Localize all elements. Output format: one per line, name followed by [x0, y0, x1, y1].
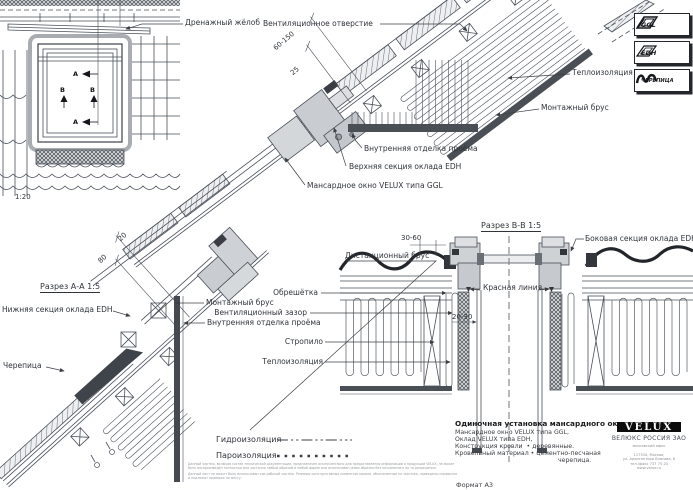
- legend-item-ggl: GGL: [634, 13, 690, 36]
- title-block-line: черепица.: [558, 457, 592, 464]
- callout-vent-gap: Вентиляционный зазор: [214, 308, 307, 317]
- callout-drain-gutter: Дренажный жёлоб: [185, 18, 260, 27]
- plan-section-marker-a-bottom: A: [73, 118, 79, 126]
- main-section-drawing: [90, 0, 593, 286]
- section-bb-drawing: [338, 236, 693, 462]
- callout-roof-window: Мансардное окно VELUX типа GGL: [307, 181, 443, 190]
- callout-rafter: Стропило: [284, 337, 323, 346]
- section-bb-title: Разрез В-В 1:5: [481, 221, 542, 232]
- callout-vent-opening: Вентиляционное отверстие: [263, 19, 373, 28]
- callout-battens: Обрешётка: [273, 288, 318, 297]
- dimension-bb-tile-gap: 30-60: [401, 234, 422, 242]
- legend-item-code: ЧЕРЕПИЦА: [641, 77, 674, 84]
- title-block-line: Оклад VELUX типа EDH,: [455, 436, 533, 443]
- title-block-line: Мансардное окно VELUX типа GGL,: [455, 429, 569, 436]
- ridge-fragment: [597, 0, 667, 43]
- callout-lower-flashing: Нижняя секция оклада EDH: [2, 305, 113, 314]
- callout-red-line: Красная линия: [483, 283, 543, 292]
- section-arrows: [60, 70, 98, 126]
- callout-inner-finish-main: Внутренняя отделка проёма: [364, 144, 478, 153]
- callout-insulation-bb: Теплоизоляция: [262, 357, 323, 366]
- sheet-format-label: Формат А3: [456, 481, 494, 489]
- callout-upper-flashing: Верхняя секция оклада EDH: [349, 162, 462, 171]
- callout-side-flashing: Боковая секция оклада EDH: [585, 234, 693, 243]
- line-legend-hydro-label: Гидроизоляция: [216, 435, 282, 444]
- velux-logo: VELUX: [616, 422, 682, 433]
- title-block-line: Конструкция кровли • деревянные.: [455, 443, 575, 450]
- title-block: Одиночная установка мансардного окна Ман…: [455, 420, 693, 486]
- title-block-title: Одиночная установка мансардного окна: [455, 419, 628, 428]
- callout-mounting-beam-aa: Монтажный брус: [206, 298, 274, 307]
- line-style-samples: [277, 439, 352, 458]
- title-block-address: 117334, Москва, ул. Архитектора Власова,…: [622, 453, 676, 470]
- section-aa-title: Разрез А-А 1:5: [40, 282, 101, 293]
- title-block-office: московский офис: [632, 444, 666, 448]
- callout-tiles-aa: Черепица: [3, 361, 42, 370]
- callout-mounting-beam-main: Монтажный брус: [541, 103, 609, 112]
- dimension-bb-reveal-gap: 20-30: [452, 313, 473, 321]
- callout-distance-beam: Дистанционный брус: [345, 251, 430, 260]
- plan-scale-label: 1:20: [15, 193, 31, 201]
- title-block-line: Кровельный материал • цементно-песчаная: [455, 450, 601, 457]
- plan-section-marker-b-right: B: [90, 86, 95, 94]
- callout-insulation-main: Теплоизоляция: [572, 68, 633, 77]
- title-block-brand-area: VELUX ВЕЛЮКС РОССИЯ ЗАО московский офис …: [605, 422, 693, 470]
- plan-section-marker-a-top: A: [73, 70, 79, 78]
- line-legend-vapor-label: Пароизоляция: [216, 451, 277, 460]
- legend-item-edh: EDH: [634, 41, 690, 64]
- title-block-company: ВЕЛЮКС РОССИЯ ЗАО: [611, 435, 687, 442]
- disclaimer-text: Данный чертёж, включая состав техническо…: [188, 462, 458, 480]
- plan-section-marker-b-left: B: [60, 86, 65, 94]
- legend-item-tile: ЧЕРЕПИЦА: [634, 69, 690, 92]
- section-aa-drawing: [0, 226, 269, 488]
- leader-lines: [45, 23, 584, 431]
- legend-item-code: GGL: [641, 20, 656, 29]
- plan-view-drawing: [0, 0, 181, 196]
- callout-inner-finish-aa: Внутренняя отделка проёма: [207, 318, 321, 327]
